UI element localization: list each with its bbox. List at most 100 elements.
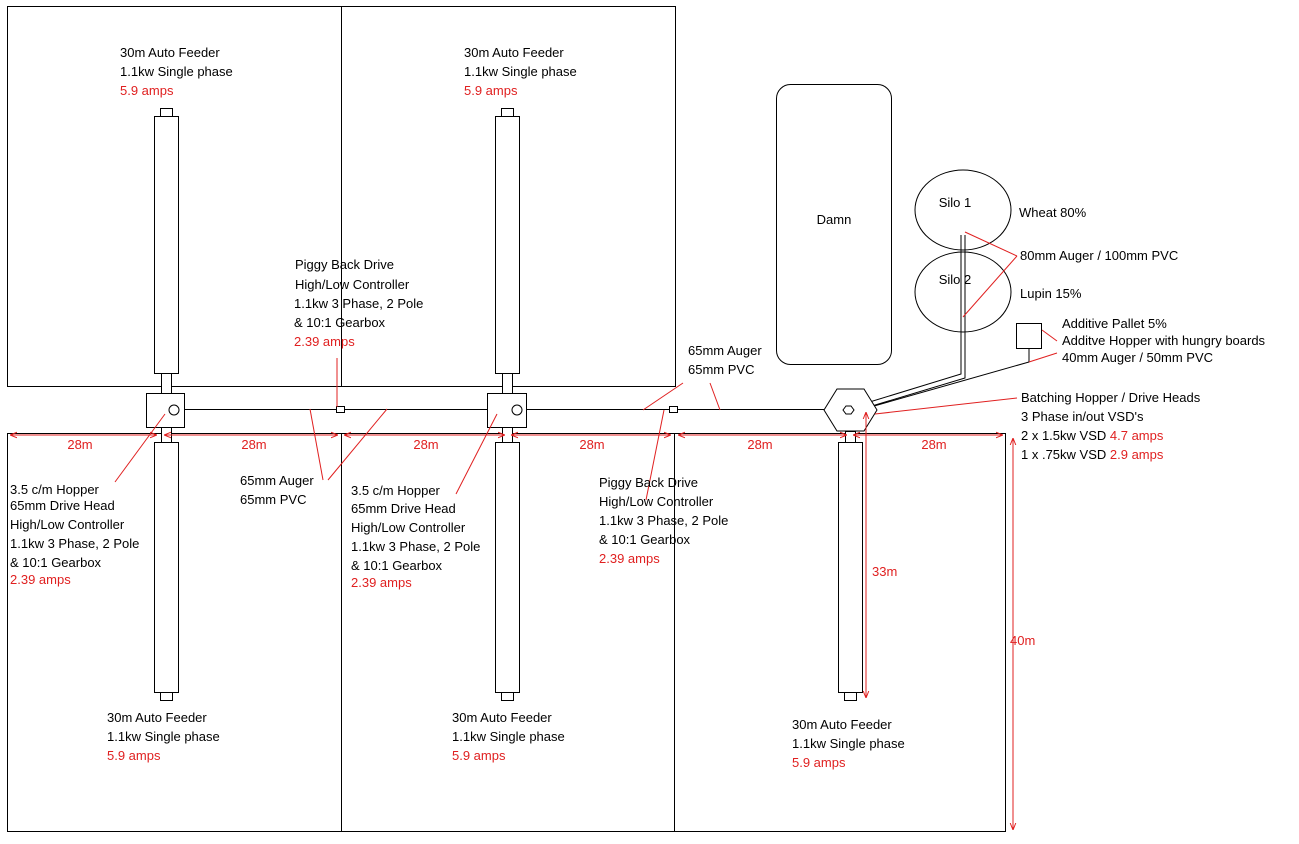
leader-line bbox=[874, 397, 1018, 415]
feeder-title: 30m Auto Feeder bbox=[464, 45, 564, 60]
feeder-tube-neck bbox=[845, 431, 856, 443]
silo-2-grain: Lupin 15% bbox=[1020, 286, 1082, 301]
auger-line: 65mm Auger bbox=[240, 473, 314, 488]
piggy-back-line: Piggy Back Drive bbox=[599, 475, 698, 490]
hopper-line: 65mm Drive Head bbox=[10, 498, 115, 513]
feeder-tube bbox=[154, 116, 179, 374]
dimension-label: 28m bbox=[579, 437, 604, 452]
hopper-line: High/Low Controller bbox=[351, 520, 466, 535]
feeder-tube-neck bbox=[161, 373, 172, 394]
piggy-back-amps: 2.39 amps bbox=[599, 551, 660, 566]
leader-line bbox=[1041, 329, 1058, 342]
feeder-tube bbox=[495, 442, 520, 693]
batching-vsd: 2 x 1.5kw VSD 4.7 amps bbox=[1021, 428, 1164, 443]
shed-width-label: 40m bbox=[1010, 633, 1035, 648]
dam-outline bbox=[776, 84, 892, 365]
dimension-label: 28m bbox=[921, 437, 946, 452]
hopper-line: 1.1kw 3 Phase, 2 Pole bbox=[10, 536, 139, 551]
piggy-back-line: 1.1kw 3 Phase, 2 Pole bbox=[599, 513, 728, 528]
feeder-tube-cap bbox=[844, 692, 857, 701]
hopper-amps: 2.39 amps bbox=[351, 575, 412, 590]
piggy-back-line: 1.1kw 3 Phase, 2 Pole bbox=[294, 296, 423, 311]
vsd-spec: 1 x .75kw VSD bbox=[1021, 447, 1106, 462]
silo-auger-line bbox=[849, 235, 962, 409]
feeder-amps: 5.9 amps bbox=[120, 83, 174, 98]
feeder-label-top-left: 30m Auto Feeder 1.1kw Single phase 5.9 a… bbox=[120, 45, 233, 98]
feeder-title: 30m Auto Feeder bbox=[452, 710, 552, 725]
leader-line bbox=[309, 408, 324, 481]
feeder-tube bbox=[495, 116, 520, 374]
dam-label: Damn bbox=[817, 212, 852, 227]
piggy-back-line: & 10:1 Gearbox bbox=[294, 315, 386, 330]
batching-vsd: 1 x .75kw VSD 2.9 amps bbox=[1021, 447, 1164, 462]
feeder-title: 30m Auto Feeder bbox=[107, 710, 207, 725]
feeder-amps: 5.9 amps bbox=[792, 755, 846, 770]
additive-label: Additive Pallet 5% Additve Hopper with h… bbox=[1062, 316, 1266, 365]
leader-lines bbox=[114, 231, 1058, 501]
piggy-back-drive-label-1: Piggy Back Drive High/Low Controller 1.1… bbox=[294, 257, 423, 349]
feeder-tube bbox=[838, 442, 863, 693]
leader-line bbox=[645, 409, 665, 501]
leader-line bbox=[327, 408, 388, 481]
feeder-tubes bbox=[154, 108, 863, 701]
leader-line bbox=[709, 382, 721, 411]
piggy-back-drive-box bbox=[669, 406, 678, 413]
hopper-line: 3.5 c/m Hopper bbox=[351, 483, 441, 498]
feeder-amps: 5.9 amps bbox=[464, 83, 518, 98]
piggy-back-amps: 2.39 amps bbox=[294, 334, 355, 349]
feeder-spec: 1.1kw Single phase bbox=[792, 736, 905, 751]
feeder-label-bottom-middle: 30m Auto Feeder 1.1kw Single phase 5.9 a… bbox=[452, 710, 565, 763]
feeder-spec: 1.1kw Single phase bbox=[464, 64, 577, 79]
vsd-amps: 4.7 amps bbox=[1110, 428, 1164, 443]
dimension-lines bbox=[10, 412, 1013, 830]
feeder-tube-cap bbox=[160, 692, 173, 701]
additive-pallet-box bbox=[1016, 323, 1042, 349]
batching-hopper-head-icon bbox=[842, 405, 855, 415]
vsd-amps: 2.9 amps bbox=[1110, 447, 1164, 462]
piggy-back-line: High/Low Controller bbox=[599, 494, 714, 509]
leader-line bbox=[962, 255, 1018, 318]
hopper-label-1: 3.5 c/m Hopper 65mm Drive Head High/Low … bbox=[10, 482, 139, 587]
batching-hopper-hexagon bbox=[823, 388, 878, 432]
feeder-length-label: 33m bbox=[872, 564, 897, 579]
hopper-amps: 2.39 amps bbox=[10, 572, 71, 587]
auger-label-1: 65mm Auger 65mm PVC bbox=[240, 473, 314, 507]
feeder-tube bbox=[154, 442, 179, 693]
feeder-spec: 1.1kw Single phase bbox=[120, 64, 233, 79]
piggy-back-line: & 10:1 Gearbox bbox=[599, 532, 691, 547]
leader-line bbox=[642, 382, 684, 411]
piggy-back-drive-label-2: Piggy Back Drive High/Low Controller 1.1… bbox=[599, 475, 728, 566]
additive-line: Additve Hopper with hungry boards bbox=[1062, 333, 1266, 348]
dimension-label: 28m bbox=[747, 437, 772, 452]
batching-title: Batching Hopper / Drive Heads bbox=[1021, 390, 1201, 405]
piggy-back-drive-box bbox=[336, 406, 345, 413]
silo-2-outline bbox=[914, 251, 1012, 333]
auger-line: 65mm PVC bbox=[688, 362, 754, 377]
feeder-tube-neck bbox=[502, 373, 513, 394]
silo-auger-label: 80mm Auger / 100mm PVC bbox=[1020, 248, 1178, 263]
leader-line bbox=[114, 413, 166, 483]
dimension-label: 28m bbox=[67, 437, 92, 452]
feeder-label-top-right: 30m Auto Feeder 1.1kw Single phase 5.9 a… bbox=[464, 45, 577, 98]
dimension-label: 28m bbox=[241, 437, 266, 452]
batching-line: 3 Phase in/out VSD's bbox=[1021, 409, 1144, 424]
hopper-line: High/Low Controller bbox=[10, 517, 125, 532]
leader-line bbox=[964, 231, 1018, 257]
feeder-tube-cap bbox=[501, 108, 514, 117]
auger-line: 65mm Auger bbox=[688, 343, 762, 358]
additive-line: Additive Pallet 5% bbox=[1062, 316, 1167, 331]
feeder-amps: 5.9 amps bbox=[107, 748, 161, 763]
feeder-amps: 5.9 amps bbox=[452, 748, 506, 763]
feeder-title: 30m Auto Feeder bbox=[792, 717, 892, 732]
additive-line: 40mm Auger / 50mm PVC bbox=[1062, 350, 1213, 365]
hopper-line: 1.1kw 3 Phase, 2 Pole bbox=[351, 539, 480, 554]
hopper-line: 65mm Drive Head bbox=[351, 501, 456, 516]
piggy-back-line: High/Low Controller bbox=[295, 277, 410, 292]
hopper-line: 3.5 c/m Hopper bbox=[10, 482, 100, 497]
silo-auger-line bbox=[851, 235, 966, 413]
auger-line: 65mm PVC bbox=[240, 492, 306, 507]
hopper-label-2: 3.5 c/m Hopper 65mm Drive Head High/Low … bbox=[351, 483, 480, 590]
dimension-label: 28m bbox=[413, 437, 438, 452]
silo-1-label: Silo 1 bbox=[939, 195, 972, 210]
